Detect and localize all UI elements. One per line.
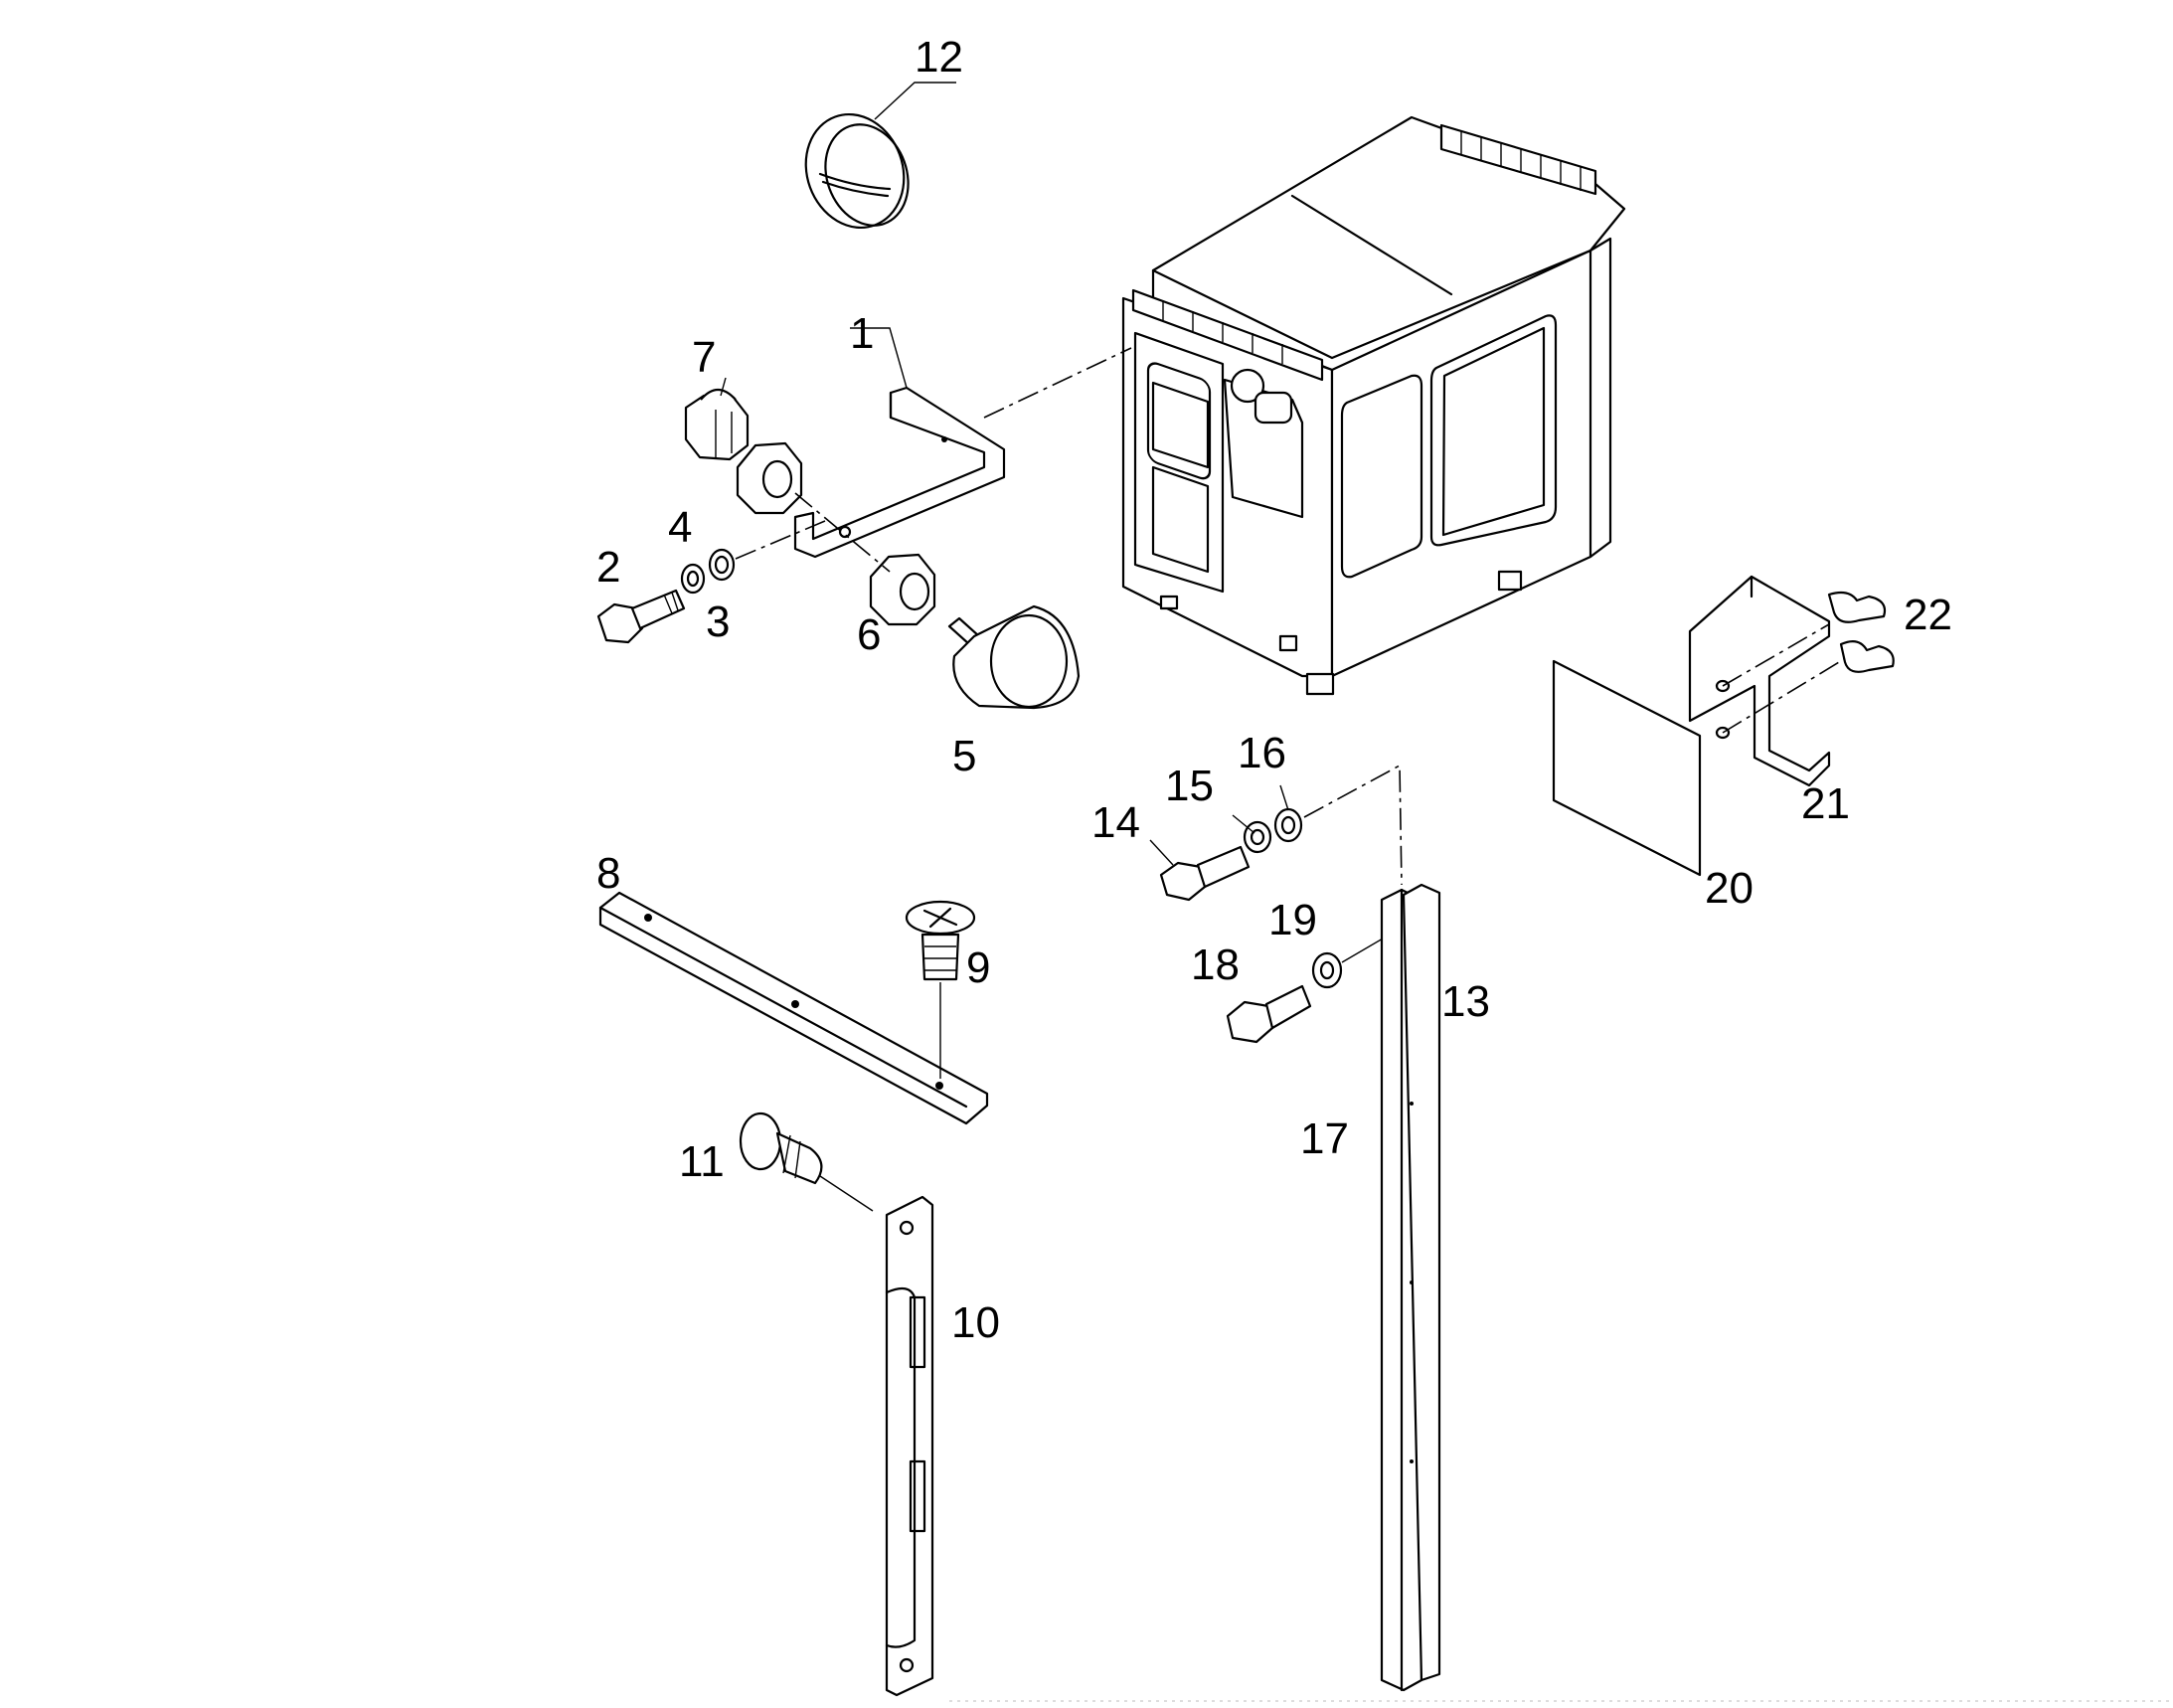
roof-grill-slats [1460,131,1582,191]
part-12-cap [804,82,956,230]
part-14-bolt [1159,845,1251,902]
callout-22: 22 [1904,591,1952,639]
part-6-nut [869,553,936,626]
callout-17: 17 [1300,1114,1349,1163]
part-3-washer [680,563,706,595]
callout-leaders [720,377,1289,866]
callout-16: 16 [1238,729,1286,777]
callout-7: 7 [692,333,716,382]
callout-4: 4 [668,503,692,552]
callout-14: 14 [1091,798,1140,847]
callout-6: 6 [857,610,881,659]
callout-15: 15 [1165,762,1214,810]
leader-nut [794,492,891,573]
part-2-bolt [596,589,686,644]
part-11-screw [739,1111,823,1185]
callout-labels: 1 2 3 4 5 6 7 8 9 10 11 12 13 14 15 16 1… [596,33,1952,1347]
part-7-nut [736,441,803,515]
leader-16-to-13 [1303,764,1403,886]
leader-11 [819,1175,874,1212]
part-5-knob [947,604,1081,710]
leader-22b [1722,655,1850,734]
front-grill-slats [1162,300,1283,364]
part-10-strip [885,1195,934,1697]
part-16-washer [1273,807,1303,843]
callout-20: 20 [1705,864,1754,913]
callout-10: 10 [951,1298,1000,1347]
part-22-wing-nuts [1827,591,1895,673]
part-19-washer [1311,951,1343,989]
leader-bolt [735,520,826,560]
part-7-cap-nut [684,388,750,461]
callout-5: 5 [952,732,976,780]
callout-12: 12 [915,33,963,82]
part-18-bolt [1226,984,1312,1044]
part-9-screw [905,900,976,981]
leader-22a [1722,623,1830,687]
part-4-washer [708,548,736,582]
callout-21: 21 [1801,779,1850,828]
part-1-bracket [793,327,1006,559]
callout-18: 18 [1191,940,1240,989]
callout-19: 19 [1268,896,1317,944]
cabin-assembly [1121,115,1626,696]
part-21-bracket [1688,575,1831,787]
callout-2: 2 [596,543,620,592]
part-13-17-channel [1380,883,1441,1692]
callout-13: 13 [1441,977,1490,1026]
callout-9: 9 [966,943,990,992]
part-15-washer [1243,820,1272,854]
part-8-bar [598,891,989,1125]
callout-8: 8 [596,849,620,898]
callout-3: 3 [706,598,730,646]
callout-11: 11 [679,1137,725,1186]
part-20-plate [1552,659,1702,877]
callout-1: 1 [850,309,874,358]
leader-1-to-cabin [983,347,1132,419]
